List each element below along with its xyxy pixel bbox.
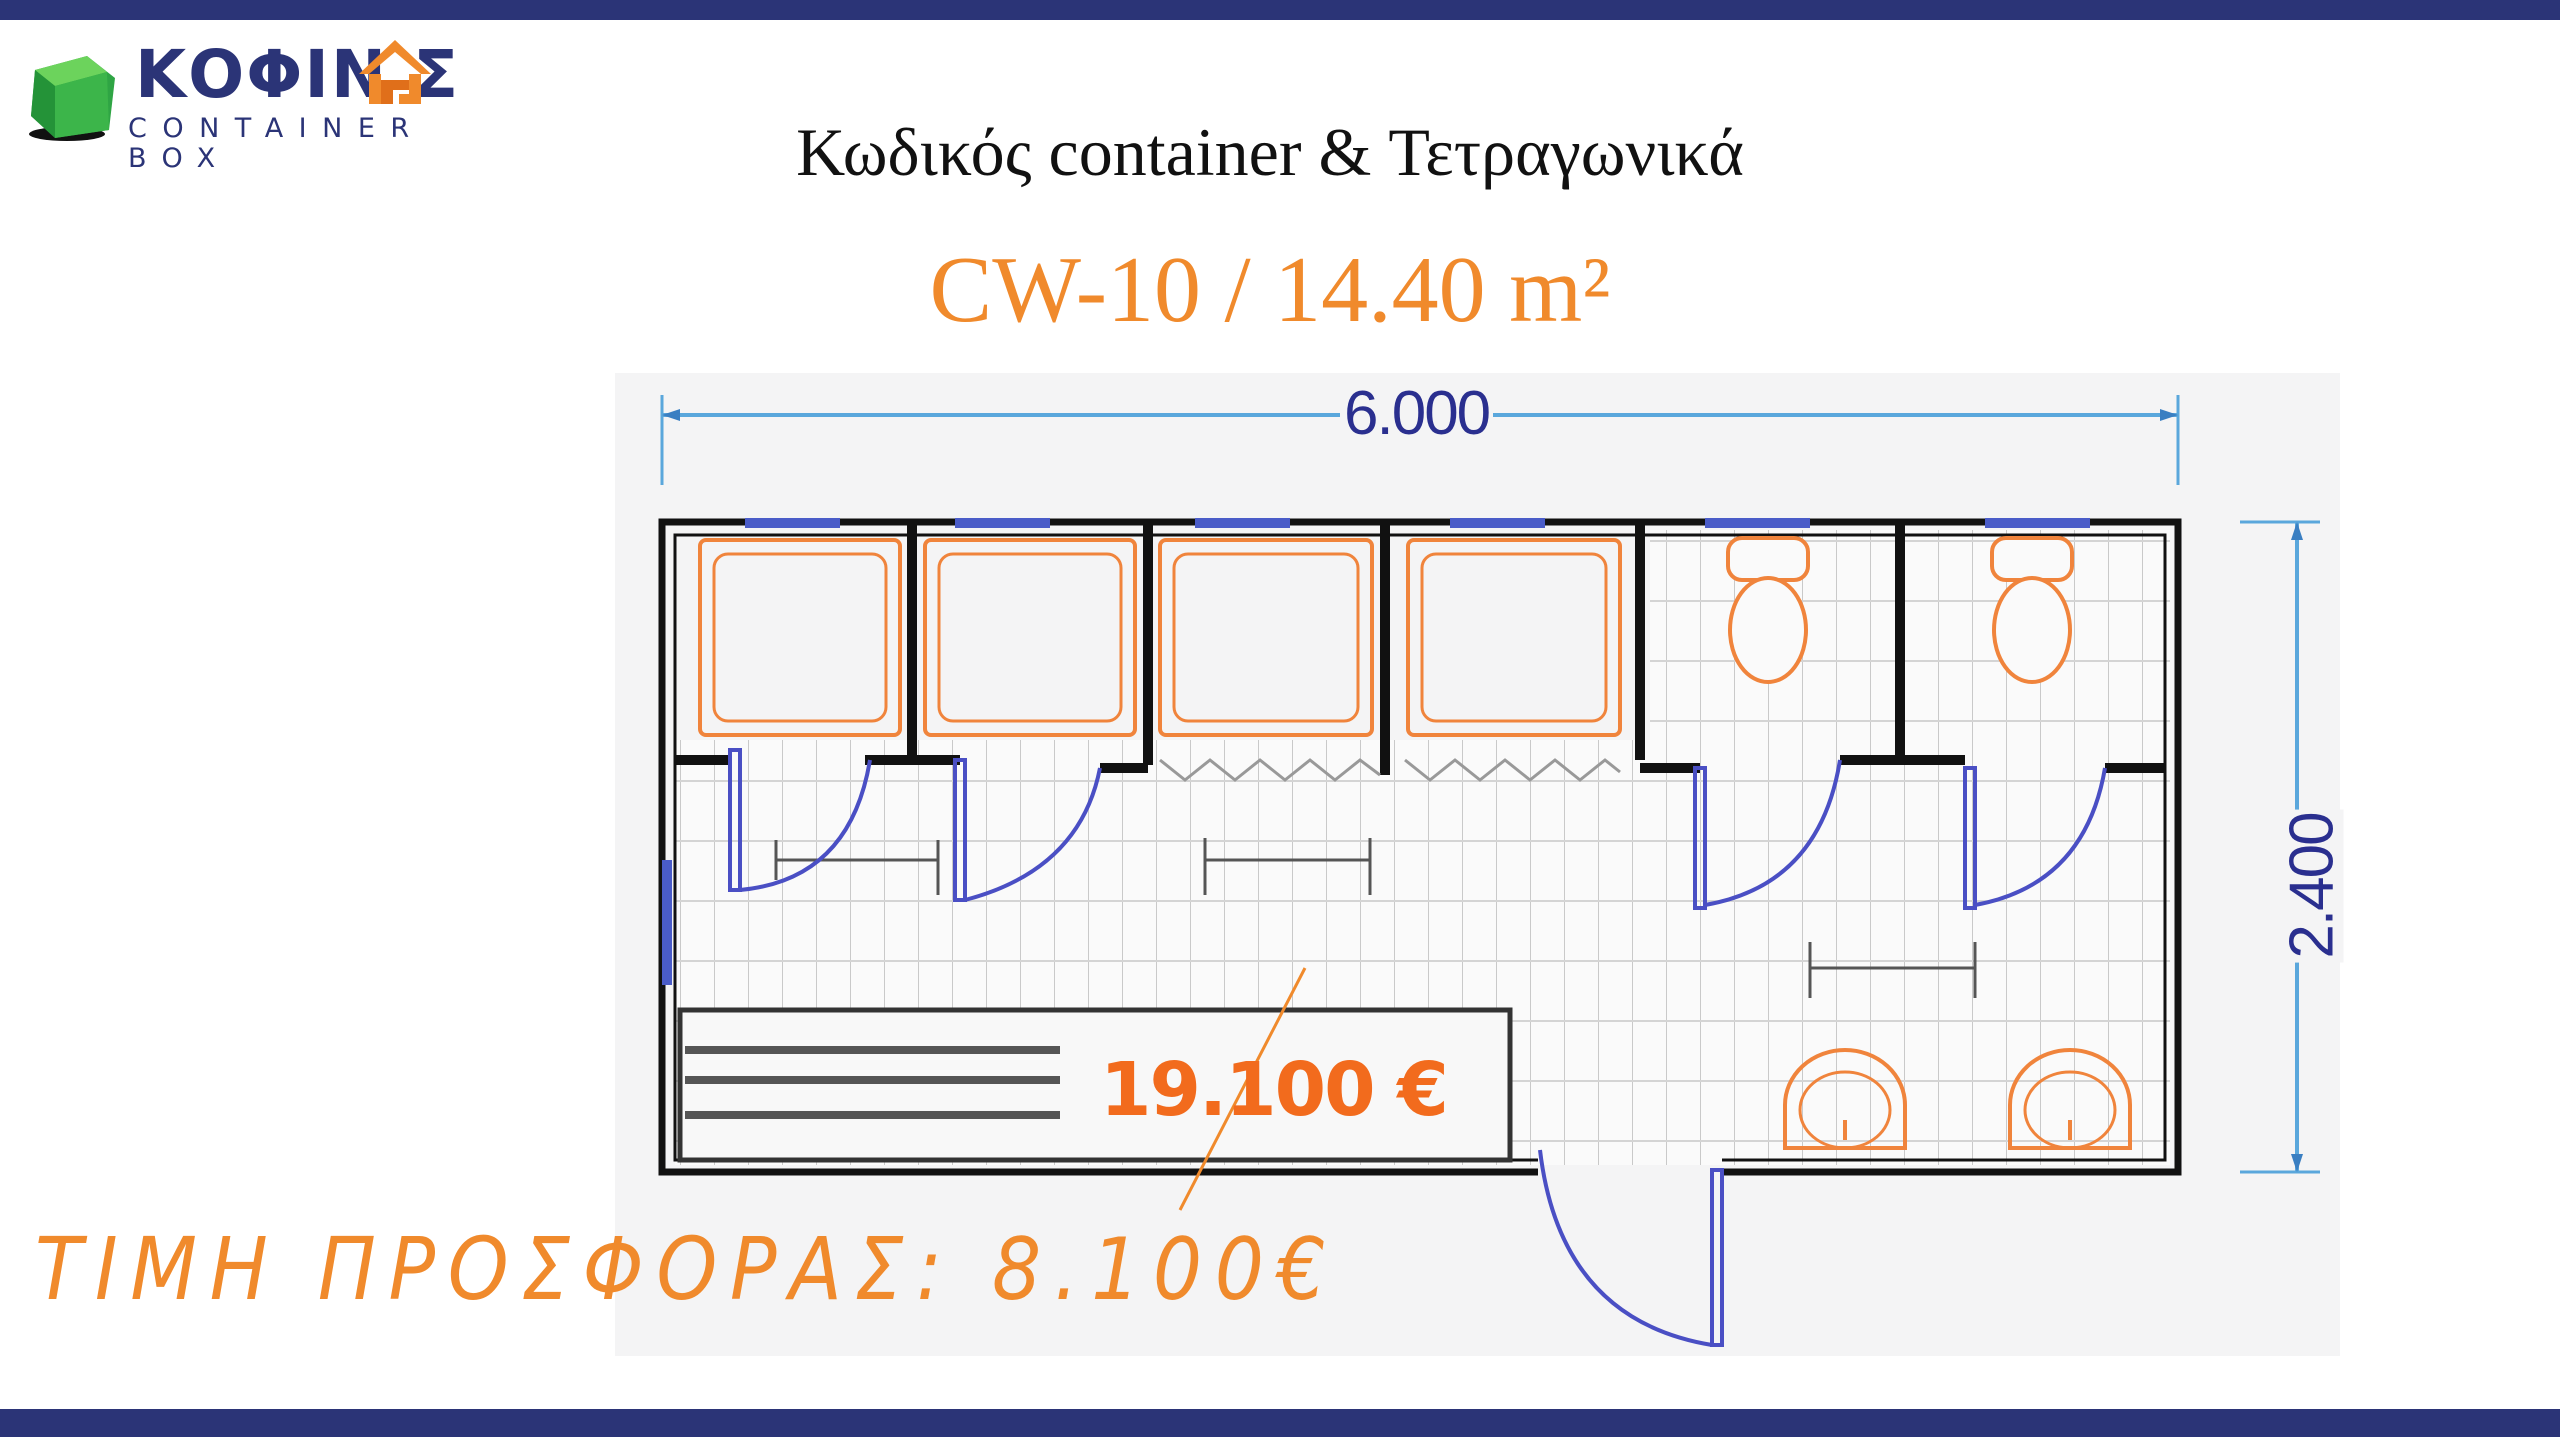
logo-subtitle: CONTAINER BOX [128, 113, 425, 174]
width-dimension-label: 6.000 [1340, 383, 1494, 445]
towel-bars [774, 838, 1977, 998]
shower-curtains [1159, 758, 1621, 782]
bench [677, 1007, 1513, 1163]
original-price: 19.100 € [1100, 1047, 1449, 1133]
container-code: CW-10 / 14.40 m² [929, 238, 1611, 342]
sinks [1783, 1048, 2132, 1150]
top-band [0, 0, 2560, 20]
height-dimension-label: 2.400 [2278, 809, 2347, 963]
orange-house-icon [359, 40, 431, 104]
interior-doors [728, 748, 2107, 910]
bottom-band [0, 1409, 2560, 1437]
shower-trays [698, 538, 1622, 737]
toilets [1726, 536, 2074, 684]
brand-logo: ΚΟΦΙΝ Σ CONTAINER BOX [25, 38, 485, 174]
price-strikethrough [1178, 967, 1307, 1211]
shower-partitions [675, 522, 2165, 775]
page-title: Κωδικός container & Τετραγωνικά [796, 114, 1744, 190]
entry-door [1538, 1149, 1724, 1347]
windows [662, 518, 2090, 985]
green-cube-icon [29, 56, 115, 141]
offer-price: ΤΙΜΗ ΠΡΟΣΦΟΡΑΣ: 8.100€ [35, 1220, 1339, 1320]
